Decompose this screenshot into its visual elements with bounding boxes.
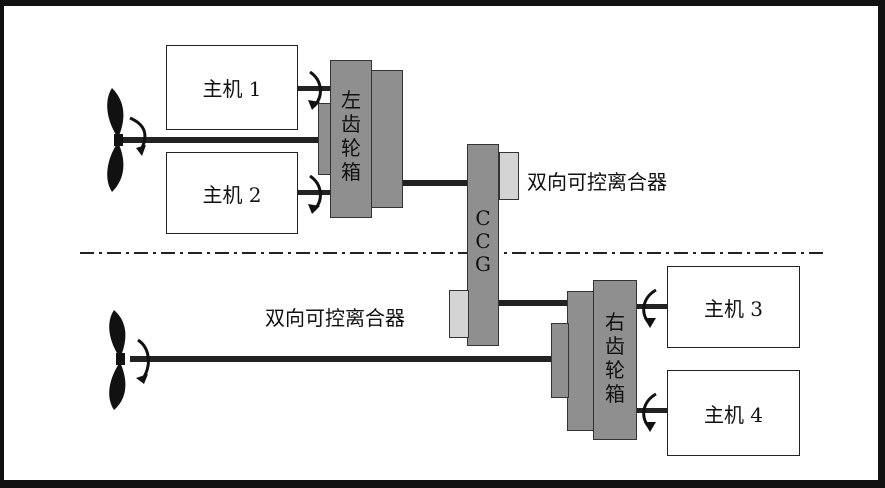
e4-shaft (636, 408, 668, 413)
left-gearbox (330, 60, 372, 218)
engine-4-rotation-icon (642, 392, 657, 432)
ccg-char-2: C (475, 229, 491, 253)
upper-clutch-label: 双向可控离合器 (527, 170, 667, 194)
engine-1-label: 主机 1 (202, 77, 262, 101)
engine-4-label: 主机 4 (703, 402, 764, 427)
left-gearbox-text: 左 齿 轮 箱 (339, 88, 363, 184)
ccg-char-1: C (475, 206, 491, 230)
right-gearbox-output-block (551, 323, 569, 398)
left-gearbox-char-4: 箱 (341, 160, 361, 184)
engine-3-label: 主机 3 (703, 296, 764, 321)
right-gearbox-char-1: 右 (605, 310, 625, 334)
right-gearbox (593, 280, 637, 440)
e1-shaft (298, 86, 330, 91)
engine-2: 主机 2 (166, 152, 298, 234)
left-gearbox-char-3: 轮 (341, 136, 361, 160)
ccg-to-right-gearbox-shaft (497, 300, 567, 306)
engine-2-rotation-icon (308, 174, 322, 214)
lower-clutch-label: 双向可控离合器 (265, 306, 405, 330)
right-gearbox-char-2: 齿 (605, 334, 625, 358)
left-gearbox-char-2: 齿 (341, 112, 361, 136)
frame-top (0, 0, 885, 6)
right-propeller-shaft (130, 356, 552, 362)
engine-2-label: 主机 2 (202, 182, 262, 207)
frame-bottom (0, 480, 885, 488)
engine-1: 主机 1 (166, 45, 298, 130)
left-propeller-shaft (120, 137, 320, 143)
lower-clutch (449, 290, 469, 338)
upper-propeller-icon (107, 88, 147, 192)
lower-propeller-icon (109, 310, 150, 410)
ccg-text: C C G (471, 207, 495, 276)
right-gearbox-char-3: 轮 (605, 358, 625, 382)
engine-1-rotation-icon (308, 70, 322, 110)
frame-left (0, 0, 4, 488)
engine-4: 主机 4 (667, 370, 800, 456)
left-gearbox-char-1: 左 (341, 88, 361, 112)
ccg-unit (467, 144, 499, 346)
engine-3-rotation-icon (642, 288, 657, 328)
left-gearbox-to-ccg-shaft (402, 180, 470, 186)
e2-shaft (298, 190, 330, 195)
e3-shaft (636, 304, 668, 309)
right-gearbox-text: 右 齿 轮 箱 (603, 310, 627, 406)
upper-clutch (499, 152, 519, 200)
engine-3: 主机 3 (667, 266, 800, 348)
frame-right (878, 0, 885, 488)
right-gearbox-char-4: 箱 (605, 382, 625, 406)
ccg-char-3: G (475, 252, 491, 276)
